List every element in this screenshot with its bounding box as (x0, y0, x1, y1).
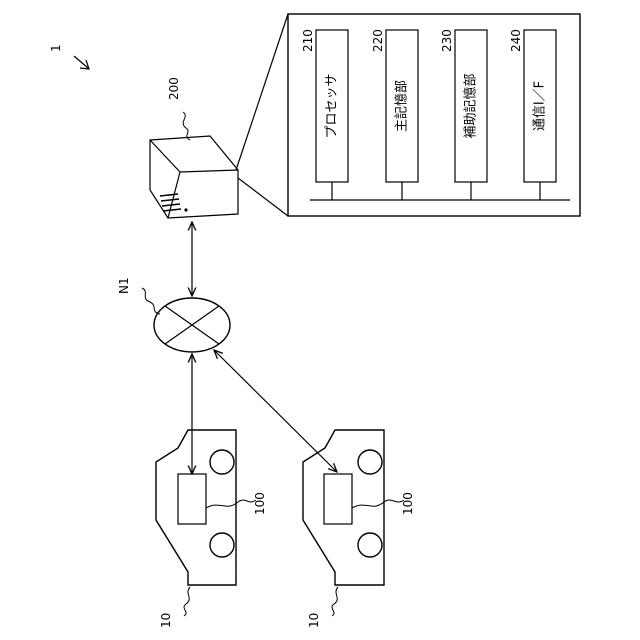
callout-line-bottom (238, 178, 288, 216)
main-memory-ref: 220 (371, 29, 385, 52)
vehicle-1: 100 10 (156, 430, 267, 628)
network-leader-line (142, 288, 160, 314)
server-ref-label: 200 (167, 77, 181, 100)
vehicle-2-ref: 10 (307, 613, 321, 628)
processor-label: プロセッサ (325, 73, 340, 138)
system-reference: 1 (49, 44, 89, 69)
vehicle-1-leader (184, 587, 190, 616)
processor-ref: 210 (301, 29, 315, 52)
system-ref-arrow-shaft (74, 56, 88, 68)
vehicle-2-wheel-rear (358, 533, 382, 557)
aux-storage-ref: 230 (440, 29, 454, 52)
server-detail-box: 210 プロセッサ 220 主記憶部 230 補助記憶部 240 通信I／F (288, 14, 580, 216)
vehicle-1-device (178, 474, 206, 524)
vehicle-2: 100 10 (303, 430, 415, 628)
network-node: N1 (117, 277, 230, 352)
vehicle-2-device (324, 474, 352, 524)
comm-if-ref: 240 (509, 29, 523, 52)
aux-storage-label: 補助記憶部 (463, 73, 479, 138)
server-indicator (184, 208, 187, 211)
system-ref-label: 1 (49, 44, 63, 52)
vehicle-2-leader (332, 587, 338, 616)
vehicle-1-wheel-front (210, 450, 234, 474)
vehicle-1-device-ref: 100 (253, 492, 267, 515)
main-memory-label: 主記憶部 (394, 80, 410, 132)
comm-if-label: 通信I／F (533, 81, 548, 131)
vehicle-2-device-ref: 100 (401, 492, 415, 515)
vehicle-1-wheel-rear (210, 533, 234, 557)
callout-line-top (236, 14, 288, 170)
vehicle-1-ref: 10 (159, 613, 173, 628)
server: 200 (150, 77, 238, 218)
server-leader-line (183, 112, 190, 140)
vehicle-2-wheel-front (358, 450, 382, 474)
network-ref-label: N1 (117, 277, 131, 294)
